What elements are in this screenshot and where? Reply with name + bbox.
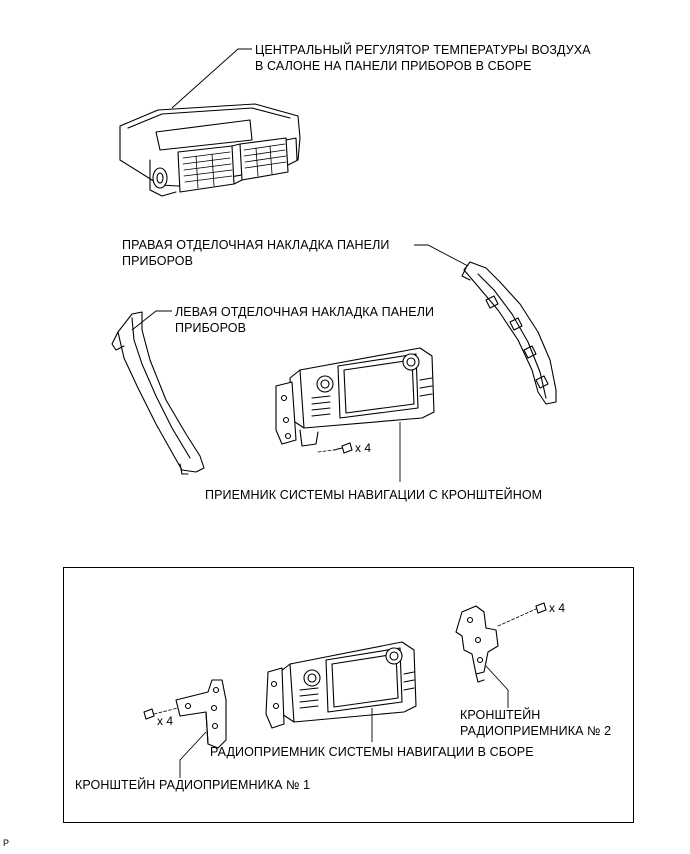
leader-line-bracket-1 [179,731,207,778]
radio-bracket-1-part [175,679,227,749]
screw-icon [333,442,353,454]
leader-line-bracket-2 [485,665,509,708]
left-finish-panel-part [111,311,205,475]
leader-line-right-trim [414,244,469,267]
label-right-trim: ПРАВАЯ ОТДЕЛОЧНАЯ НАКЛАДКА ПАНЕЛИ ПРИБОР… [122,238,390,268]
label-bracket-1: КРОНШТЕЙН РАДИОПРИЕМНИКА № 1 [75,778,311,792]
label-left-trim: ЛЕВАЯ ОТДЕЛОЧНАЯ НАКЛАДКА ПАНЕЛИ ПРИБОРО… [175,305,435,335]
page-code: P [3,838,10,848]
label-central-regulator: ЦЕНТРАЛЬНЫЙ РЕГУЛЯТОР ТЕМПЕРАТУРЫ ВОЗДУХ… [255,43,591,73]
right-finish-panel-part [461,261,557,405]
radio-bracket-2-part [455,605,499,683]
navigation-radio-assembly-part [265,641,417,729]
qty-screws-inset-right: x 4 [549,601,566,615]
central-air-regulator-part [119,103,301,197]
screw-icon [535,602,547,614]
inset-frame [63,567,634,823]
screw-icon [143,708,155,720]
navigation-receiver-bracket-part [275,347,435,447]
label-nav-receiver-bracket: ПРИЕМНИК СИСТЕМЫ НАВИГАЦИИ С КРОНШТЕЙНОМ [205,488,543,502]
leader-line-left-trim [131,310,172,331]
leader-line-central-regulator [171,48,252,109]
qty-screws-inset-left: x 4 [157,714,174,728]
qty-screws-top: x 4 [355,441,372,455]
label-bracket-2: КРОНШТЕЙН РАДИОПРИЕМНИКА № 2 [460,708,612,738]
label-nav-radio-assembly: РАДИОПРИЕМНИК СИСТЕМЫ НАВИГАЦИИ В СБОРЕ [210,745,534,759]
